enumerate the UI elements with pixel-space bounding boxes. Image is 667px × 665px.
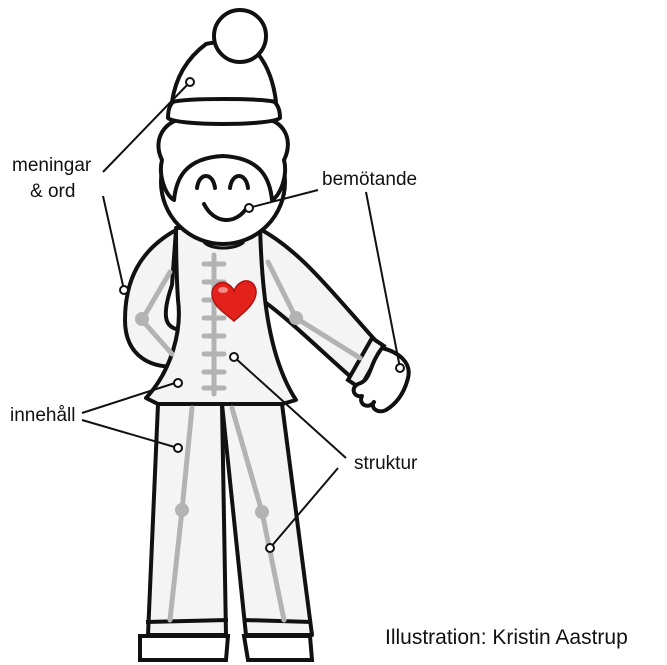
right-cuff	[244, 620, 312, 622]
label-bemotande: bemötande	[322, 170, 417, 189]
left-cuff	[146, 620, 228, 622]
illustration-credit: Illustration: Kristin Aastrup	[385, 627, 628, 648]
hat-pompom	[214, 10, 266, 62]
label-ord: & ord	[30, 182, 75, 201]
shoes	[140, 636, 312, 660]
label-meningar: meningar	[12, 156, 91, 175]
right-leg	[222, 404, 312, 635]
label-innehall: innehåll	[10, 406, 76, 425]
label-struktur: struktur	[354, 454, 417, 473]
left-shoe	[140, 636, 228, 660]
right-shoe	[244, 636, 312, 660]
